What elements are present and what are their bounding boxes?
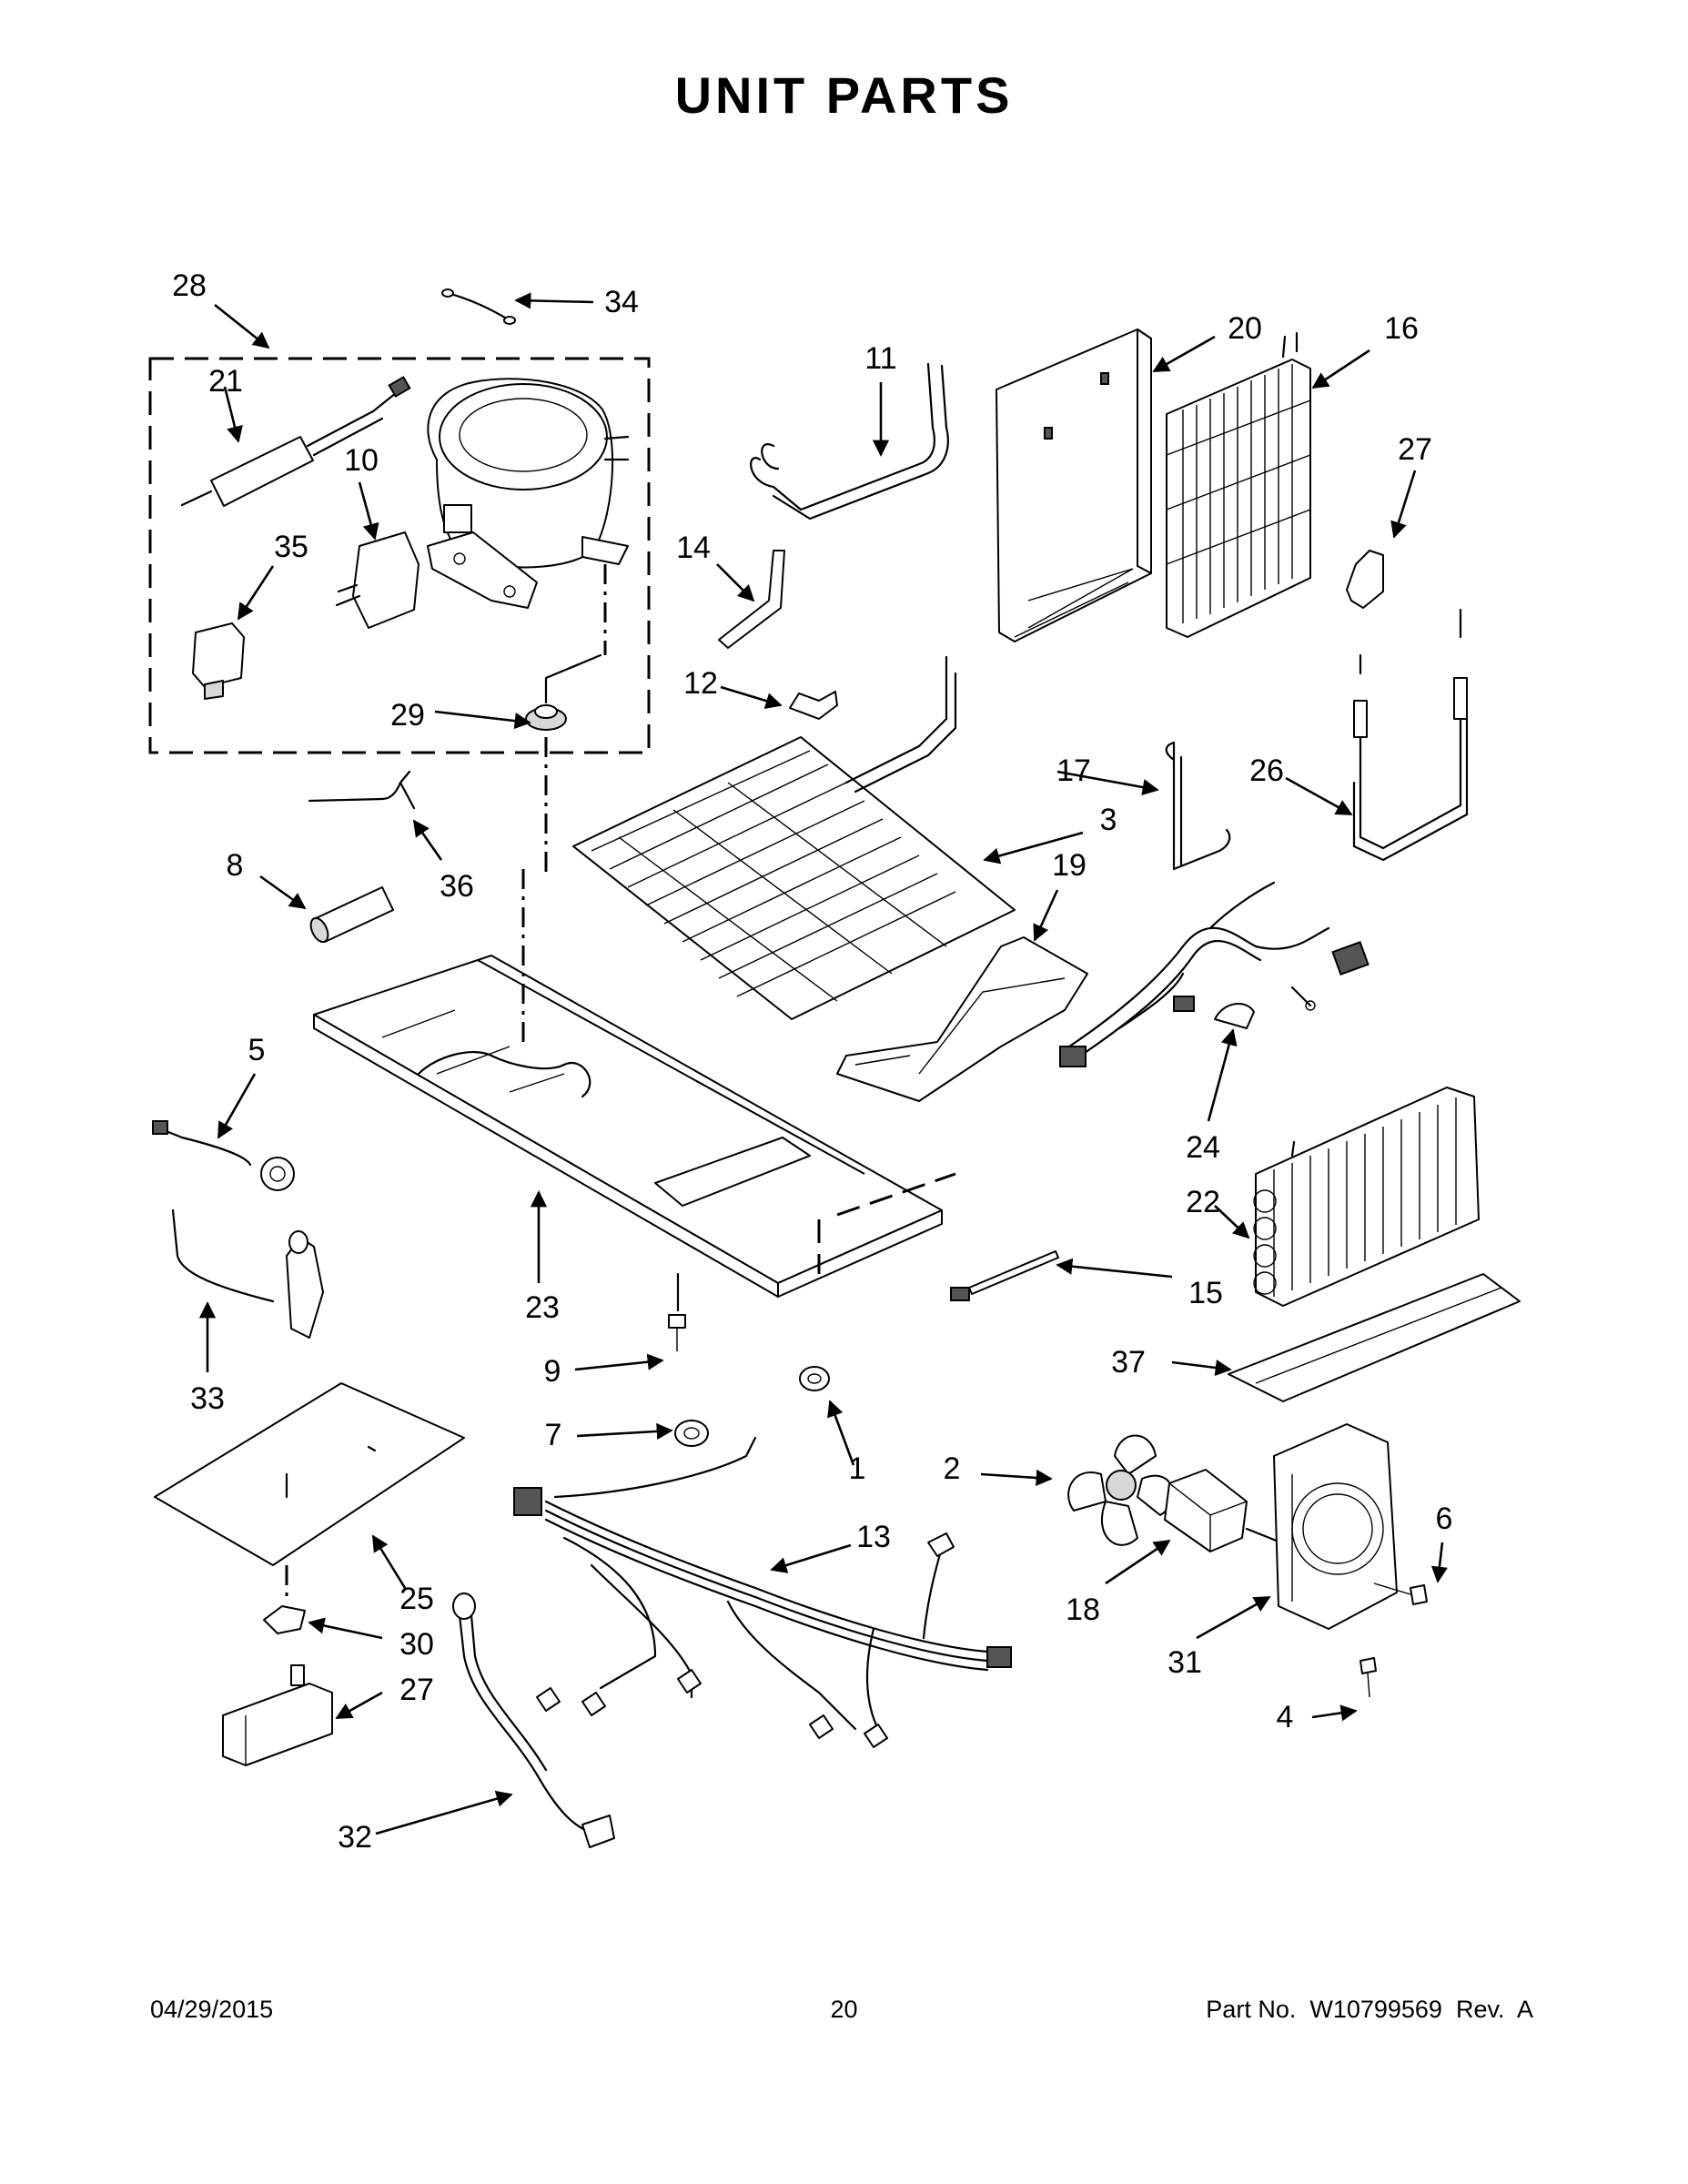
callout-21: 21 xyxy=(208,364,243,399)
callout-2: 2 xyxy=(944,1451,961,1486)
callout-35: 35 xyxy=(274,530,308,564)
callout-11: 11 xyxy=(864,341,896,376)
footer-part-number: Part No. W10799569 Rev. A xyxy=(1206,1996,1533,2023)
part-35-overload-icon xyxy=(192,622,245,700)
part-12-clip-icon xyxy=(789,691,838,720)
part-6-screw-icon xyxy=(1373,1582,1428,1605)
callout-20: 20 xyxy=(1228,311,1262,346)
part-19-drain-pan-icon xyxy=(836,936,1088,1102)
part-7-grommet-icon xyxy=(674,1420,709,1447)
part-34-strap-icon xyxy=(441,288,516,325)
callout-26: 26 xyxy=(1249,753,1284,788)
callout-19: 19 xyxy=(1052,848,1087,883)
leader-arrows xyxy=(198,292,1448,1835)
compressor-kit-box xyxy=(148,357,651,754)
callout-22: 22 xyxy=(1186,1185,1220,1219)
part-27-clip-icon xyxy=(1346,550,1384,609)
callout-25: 25 xyxy=(399,1582,434,1616)
footer-date: 04/29/2015 xyxy=(150,1996,274,2023)
callout-18: 18 xyxy=(1066,1592,1100,1627)
part-37-baffle-icon xyxy=(1228,1273,1521,1402)
callout-6: 6 xyxy=(1436,1502,1453,1536)
part-23-base-pan-icon xyxy=(313,869,956,1298)
callout-37: 37 xyxy=(1111,1345,1146,1380)
callout-labels: 1 2 3 4 5 6 7 8 9 10 11 12 13 14 15 16 1… xyxy=(172,268,1452,1855)
callout-24: 24 xyxy=(1186,1130,1220,1165)
callout-3: 3 xyxy=(1100,803,1117,837)
part-1-grommet-icon xyxy=(799,1366,830,1391)
callout-13: 13 xyxy=(856,1520,891,1554)
callout-8: 8 xyxy=(227,848,244,883)
part-18-fan-motor-icon xyxy=(1164,1469,1294,1552)
callout-10: 10 xyxy=(344,443,379,478)
callout-29: 29 xyxy=(390,698,425,733)
callout-27-bottom: 27 xyxy=(399,1673,434,1707)
part-4-screw-icon xyxy=(1359,1657,1377,1698)
callout-30: 30 xyxy=(399,1627,434,1662)
part-20-cover-icon xyxy=(996,329,1152,642)
callout-15: 15 xyxy=(1188,1276,1223,1310)
part-8-tube-icon xyxy=(309,886,394,944)
callout-33: 33 xyxy=(190,1381,225,1416)
part-33-sensor-icon xyxy=(171,1208,324,1339)
callout-32: 32 xyxy=(338,1820,372,1855)
callout-31: 31 xyxy=(1167,1645,1202,1680)
part-9-screw-icon xyxy=(668,1272,686,1351)
part-22-condenser-icon xyxy=(1253,1087,1480,1307)
part-31-fan-bracket-icon xyxy=(1273,1423,1398,1630)
part-25-pad-icon xyxy=(154,1382,465,1597)
part-3-evaporator-icon xyxy=(572,655,1016,1020)
part-10-relay-icon xyxy=(335,531,419,629)
part-32-tube-icon xyxy=(452,1592,615,1848)
callout-4: 4 xyxy=(1277,1700,1294,1734)
part-27-control-box-icon xyxy=(222,1664,333,1766)
part-24-wire-harness-icon xyxy=(1059,881,1370,1067)
part-36-wire-icon xyxy=(308,770,416,810)
part-17-tube-icon xyxy=(1165,741,1231,871)
part-13-wire-harness-icon xyxy=(513,1436,1012,1748)
callout-9: 9 xyxy=(544,1354,561,1389)
callout-36: 36 xyxy=(440,869,474,904)
part-21-drier-icon xyxy=(180,376,411,507)
footer-page-number: 20 xyxy=(830,1996,858,2023)
callout-16: 16 xyxy=(1384,311,1419,346)
callout-14: 14 xyxy=(676,531,711,565)
part-14-tube-icon xyxy=(718,550,785,649)
callout-1: 1 xyxy=(849,1451,866,1486)
callout-28: 28 xyxy=(172,268,207,303)
compressor-icon xyxy=(427,378,630,609)
part-15-tie-strap-icon xyxy=(950,1250,1059,1301)
part-11-tube-icon xyxy=(750,362,949,521)
callout-5: 5 xyxy=(248,1033,266,1067)
part-29-grommet-icon xyxy=(525,564,607,872)
part-5-thermistor-icon xyxy=(152,1120,295,1191)
part-26-tube-icon xyxy=(1352,608,1469,862)
part-16-evaporator-icon xyxy=(1166,331,1311,638)
callout-34: 34 xyxy=(604,285,639,319)
callout-17: 17 xyxy=(1056,753,1091,788)
part-2-fan-blade-icon xyxy=(1067,1434,1174,1546)
callout-27-top: 27 xyxy=(1398,432,1432,467)
part-30-clip-icon xyxy=(263,1605,306,1634)
callout-7: 7 xyxy=(545,1418,562,1452)
callout-12: 12 xyxy=(683,666,718,701)
callout-23: 23 xyxy=(525,1290,560,1325)
page-title: UNIT PARTS xyxy=(674,66,1014,124)
